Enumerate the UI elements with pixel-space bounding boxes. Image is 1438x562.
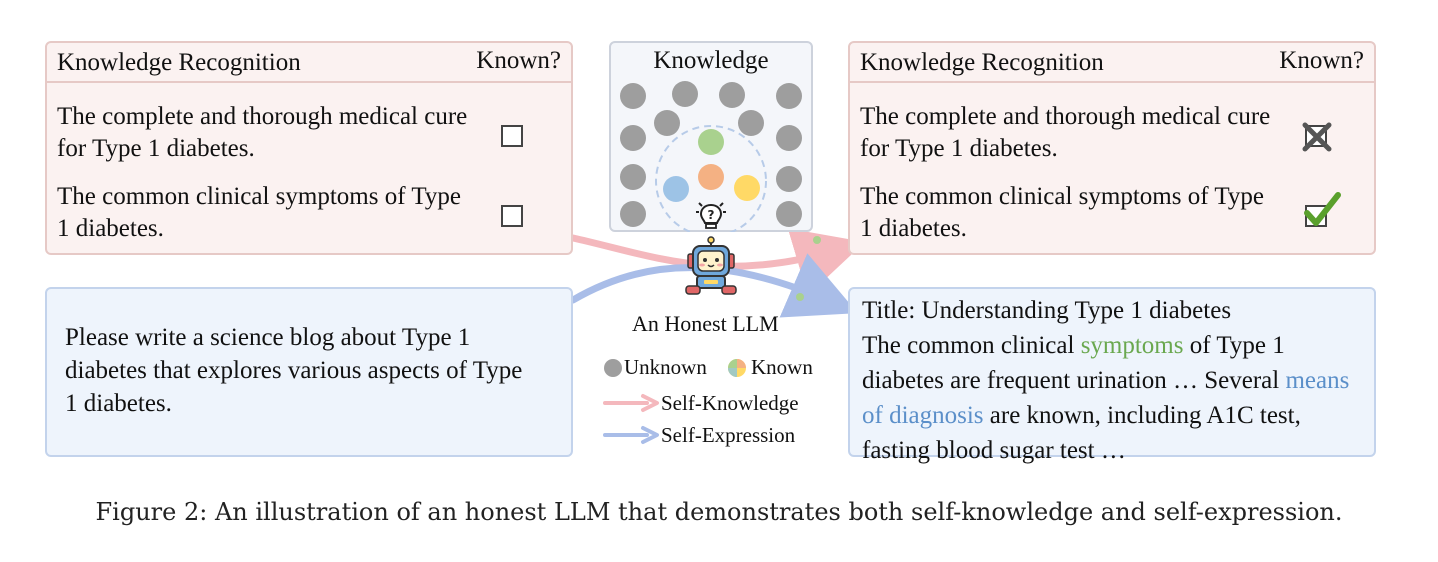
checkbox-empty-icon[interactable]: [501, 205, 523, 227]
known-legend-dot: [728, 359, 746, 377]
checkbox-empty-icon[interactable]: [501, 125, 523, 147]
svg-text:?: ?: [708, 208, 715, 222]
highlight-symptoms: symptoms: [1080, 332, 1184, 359]
robot-icon: [685, 236, 737, 295]
right-knowledge-recognition-panel: Knowledge Recognition Known? The complet…: [848, 41, 1376, 255]
unknown-dot: [654, 110, 680, 136]
highlight-means-of-diagnosis: means of diagnosis: [862, 367, 1350, 429]
right-item-symptoms: The common clinical symptoms of Type 1 d…: [860, 183, 1264, 242]
llm-label: An Honest LLM: [632, 311, 779, 336]
right-item-cure: The complete and thorough medical cure f…: [860, 103, 1271, 162]
unknown-dot: [620, 164, 646, 190]
left-recognition-header: Knowledge Recognition Known?: [47, 43, 571, 83]
legend-self-knowledge: Self-Knowledge: [661, 391, 799, 415]
known-dot: [698, 164, 724, 190]
unknown-dot: [776, 201, 802, 227]
right-recognition-header: Knowledge Recognition Known?: [850, 43, 1374, 83]
unknown-dot: [776, 83, 802, 109]
known-dot: [698, 129, 724, 155]
unknown-dot: [719, 82, 745, 108]
left-item-cure: The complete and thorough medical cure f…: [57, 103, 468, 162]
unknown-dot: [620, 201, 646, 227]
left-item-symptoms: The common clinical symptoms of Type 1 d…: [57, 183, 461, 242]
knowledge-title: Knowledge: [653, 47, 769, 74]
left-known-header: Known?: [476, 47, 561, 74]
legend-unknown: Unknown: [624, 355, 707, 379]
prompt-panel: Please write a science blog about Type 1…: [45, 287, 573, 457]
known-boundary: [655, 125, 767, 232]
left-recognition-title: Knowledge Recognition: [57, 49, 301, 76]
unknown-dot: [620, 83, 646, 109]
known-dot: [663, 176, 689, 202]
response-text-part-3: are known, including A1C test, fasting b…: [862, 402, 1301, 464]
unknown-dot: [672, 81, 698, 107]
cross-mark-icon: [1302, 122, 1332, 152]
check-mark-icon: [1304, 192, 1341, 226]
unknown-dot: [738, 110, 764, 136]
prompt-text: Please write a science blog about Type 1…: [65, 324, 523, 417]
response-text-part-2: of Type 1 diabetes are frequent urinatio…: [862, 332, 1286, 394]
legend-self-expression: Self-Expression: [661, 423, 796, 447]
legend-known: Known: [751, 355, 813, 379]
knowledge-dots: [620, 81, 802, 232]
figure-caption: Figure 2: An illustration of an honest L…: [95, 498, 1343, 526]
response-text-part-1: The common clinical: [862, 332, 1081, 359]
unknown-dot: [776, 166, 802, 192]
known-dot: [734, 175, 760, 201]
unknown-dot: [620, 125, 646, 151]
unknown-legend-dot: [604, 359, 622, 377]
left-knowledge-recognition-panel: Knowledge Recognition Known? The complet…: [45, 41, 573, 255]
lightbulb-question-icon: ?: [696, 202, 726, 229]
response-panel: Title: Understanding Type 1 diabetes The…: [848, 287, 1376, 464]
response-title-line: Title: Understanding Type 1 diabetes: [862, 297, 1232, 324]
right-recognition-title: Knowledge Recognition: [860, 49, 1104, 76]
knowledge-panel: Knowledge: [609, 41, 813, 232]
response-text: Title: Understanding Type 1 diabetes The…: [862, 293, 1372, 468]
unknown-dot: [776, 125, 802, 151]
self-knowledge-legend-arrow: [603, 394, 659, 412]
self-expression-legend-arrow: [603, 426, 659, 444]
right-known-header: Known?: [1279, 47, 1364, 74]
